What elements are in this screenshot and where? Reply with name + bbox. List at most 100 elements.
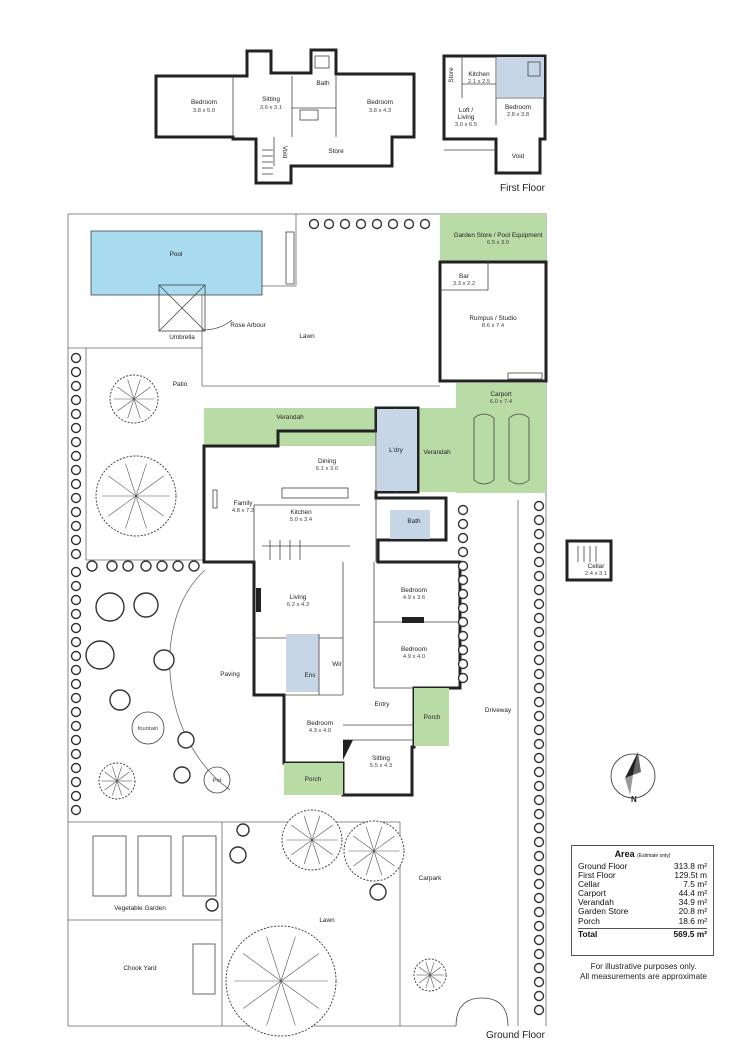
tree-icon: [533, 556, 545, 568]
tree-icon: [133, 592, 159, 618]
area-title-text: Area: [614, 849, 635, 859]
tree-icon: [70, 608, 82, 620]
tree-icon: [533, 766, 545, 778]
tree-icon: [533, 906, 545, 918]
area-row-label: Verandah: [578, 897, 614, 908]
tree-icon: [533, 738, 545, 750]
tree-icon: [70, 678, 82, 690]
tree-icon: [343, 820, 405, 882]
area-row-value: 20.8 m²: [678, 906, 707, 917]
tree-icon: [85, 640, 115, 670]
tree-icon: [533, 1004, 545, 1016]
tree-icon: [533, 878, 545, 890]
ff-bedroom-small-label: Bedroom: [505, 104, 531, 111]
tree-icon: [122, 560, 134, 572]
tree-icon: [70, 762, 82, 774]
area-row-label: Ground Floor: [578, 861, 628, 871]
sitting-dims: 5.5 x 4.3: [370, 763, 392, 769]
bedroom3-dims: 4.3 x 4.0: [309, 728, 331, 734]
ff-bedroom-left-label: Bedroom: [191, 99, 217, 106]
disclaimer: For illustrative purposes only. All meas…: [566, 962, 721, 982]
ff-loft-line2: Living: [458, 114, 475, 121]
tree-icon: [109, 374, 159, 424]
tree-icon: [173, 766, 191, 784]
garden-store-label: Garden Store / Pool Equipment: [454, 232, 543, 239]
tree-icon: [419, 218, 431, 230]
tree-icon: [70, 664, 82, 676]
pot-label: Pot: [213, 778, 222, 784]
carpark-label: Carpark: [419, 875, 443, 882]
tree-icon: [533, 920, 545, 932]
verandah-top-label: Verandah: [276, 414, 304, 421]
tree-icon: [106, 560, 118, 572]
tree-icon: [457, 616, 469, 628]
ens-label: Ens: [304, 672, 315, 679]
porch-right-label: Porch: [424, 714, 441, 721]
tree-icon: [70, 706, 82, 718]
tree-icon: [457, 574, 469, 586]
area-row-label: Carport: [578, 888, 606, 899]
living-dims: 6.2 x 4.3: [287, 602, 309, 608]
ff-bedroom-left-dims: 3.8 x 5.0: [193, 108, 215, 114]
sitting-label: Sitting: [372, 755, 390, 762]
tree-icon: [533, 892, 545, 904]
tree-icon: [533, 836, 545, 848]
dining-label: Dining: [318, 458, 337, 465]
area-title: Area (Estimate only): [578, 849, 707, 862]
bedroom1-dims: 4.9 x 3.6: [403, 595, 425, 601]
tree-icon: [533, 570, 545, 582]
tree-icon: [533, 990, 545, 1002]
ff-bath-label: Bath: [316, 80, 330, 87]
compass-rose: N: [610, 752, 656, 804]
tree-icon: [70, 804, 82, 816]
tree-icon: [533, 542, 545, 554]
bar-label: Bar: [459, 273, 470, 280]
tree-icon: [188, 560, 200, 572]
rumpus-label: Rumpus / Studio: [469, 315, 517, 322]
tree-icon: [225, 925, 337, 1037]
bath-label: Bath: [407, 518, 421, 525]
tree-icon: [70, 408, 82, 420]
wir-label: Wir: [332, 661, 342, 668]
vegetable-garden-label: Vegetable Garden: [114, 905, 166, 912]
tree-icon: [533, 500, 545, 512]
tree-icon: [323, 218, 335, 230]
chook-yard-label: Chook Yard: [123, 965, 157, 972]
tree-icon: [533, 528, 545, 540]
area-total-value: 569.5 m²: [673, 928, 707, 939]
ground-floor-title: Ground Floor: [486, 1030, 545, 1041]
tree-icon: [533, 598, 545, 610]
ff-loft-line1: Loft /: [459, 107, 473, 114]
tree-icon: [533, 514, 545, 526]
tree-icon: [70, 790, 82, 802]
tree-icon: [533, 654, 545, 666]
tree-icon: [457, 658, 469, 670]
area-total-row: Total 569.5 m²: [578, 927, 707, 939]
ff-bedroom-right-dims: 3.8 x 4.3: [369, 108, 391, 114]
tree-icon: [156, 560, 168, 572]
tree-icon: [457, 602, 469, 614]
tree-icon: [70, 636, 82, 648]
umbrella-label: Umbrella: [169, 334, 195, 341]
tree-icon: [70, 464, 82, 476]
ldry-label: L'dry: [389, 447, 403, 454]
first-floor-main: Bedroom 3.8 x 5.0 Sitting 3.6 x 3.1 Bath…: [154, 48, 416, 185]
area-row-label: First Floor: [578, 870, 616, 881]
disclaimer-line-1: For illustrative purposes only.: [590, 962, 697, 971]
garden-store-dims: 6.5 x 3.0: [487, 240, 509, 246]
living-label: Living: [290, 594, 307, 601]
tree-icon: [533, 864, 545, 876]
rose-arbour-label: Rose Arbour: [230, 322, 266, 329]
bedroom3-label: Bedroom: [307, 720, 333, 727]
tree-icon: [457, 504, 469, 516]
tree-icon: [533, 584, 545, 596]
tree-icon: [533, 850, 545, 862]
fountain-label: fountain: [138, 726, 159, 732]
tree-icon: [457, 588, 469, 600]
area-row-value: 129.5t m: [674, 870, 707, 881]
dining-dims: 6.1 x 3.6: [316, 466, 338, 472]
tree-icon: [177, 731, 195, 749]
area-subtitle: (Estimate only): [637, 853, 671, 859]
